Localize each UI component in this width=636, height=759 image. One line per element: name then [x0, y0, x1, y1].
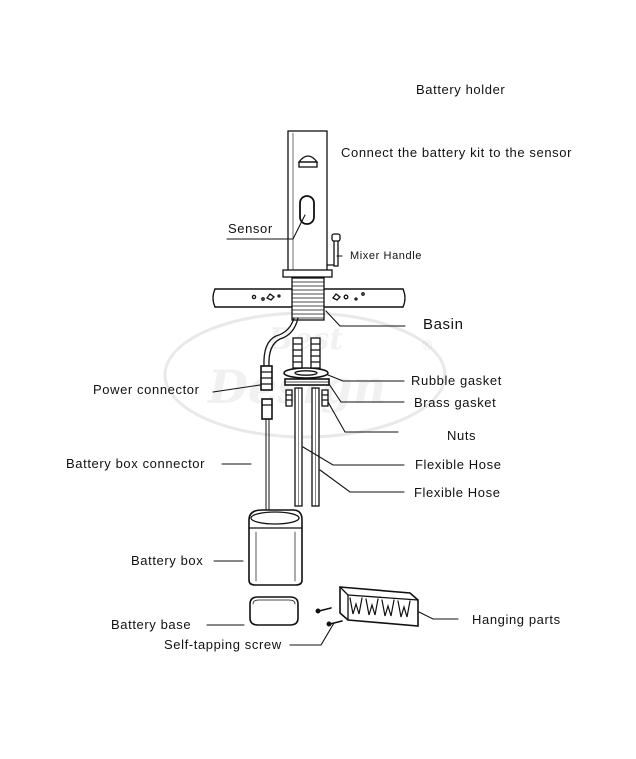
label-hanging-parts: Hanging parts — [472, 612, 561, 627]
label-sensor: Sensor — [228, 221, 273, 236]
leader-nuts — [327, 401, 399, 433]
mixer-handle — [326, 233, 341, 267]
leader-power-connector — [212, 384, 261, 393]
leader-lines — [206, 214, 459, 646]
battery-box-connector — [261, 398, 273, 511]
leader-rubble-gasket — [327, 374, 405, 382]
label-flexible-hose-1: Flexible Hose — [415, 457, 502, 472]
nuts — [285, 389, 329, 407]
label-battery-holder: Battery holder — [416, 82, 506, 97]
leader-basin — [325, 310, 406, 327]
label-mixer-handle: Mixer Handle — [350, 250, 423, 262]
sensor-cable — [263, 317, 295, 367]
faucet-body — [282, 130, 333, 278]
hose-fittings — [292, 337, 321, 369]
battery-box — [248, 509, 303, 586]
leader-brass-gasket — [328, 383, 405, 403]
label-battery-base: Battery base — [111, 617, 192, 632]
battery-base — [249, 596, 299, 626]
label-rubble-gasket: Rubble gasket — [411, 373, 502, 388]
label-basin: Basin — [423, 316, 464, 333]
label-nuts: Nuts — [447, 428, 477, 443]
rubble-gasket — [283, 367, 329, 379]
flexible-hoses — [294, 387, 320, 507]
threaded-shank — [291, 277, 325, 321]
label-flexible-hose-2: Flexible Hose — [414, 485, 501, 500]
label-battery-box: Battery box — [131, 553, 204, 568]
label-battery-box-connector: Battery box connector — [66, 456, 206, 471]
label-connect-kit: Connect the battery kit to the sensor — [341, 145, 573, 160]
hanging-parts — [339, 586, 419, 627]
brass-gasket — [284, 378, 330, 386]
leader-sensor — [226, 214, 306, 240]
watermark-mark: ® — [420, 338, 434, 354]
leader-flexible-hose-2 — [319, 469, 405, 493]
leader-hanging-parts — [418, 611, 459, 620]
self-tapping-screws — [315, 607, 343, 627]
label-power-connector: Power connector — [93, 382, 200, 397]
leader-self-tapping-screw — [289, 622, 335, 646]
label-self-tapping-screw: Self-tapping screw — [164, 637, 282, 652]
power-connector — [260, 365, 273, 391]
label-brass-gasket: Brass gasket — [414, 395, 497, 410]
leader-flexible-hose-1 — [302, 446, 405, 466]
sensor-cable-outer — [268, 317, 299, 367]
